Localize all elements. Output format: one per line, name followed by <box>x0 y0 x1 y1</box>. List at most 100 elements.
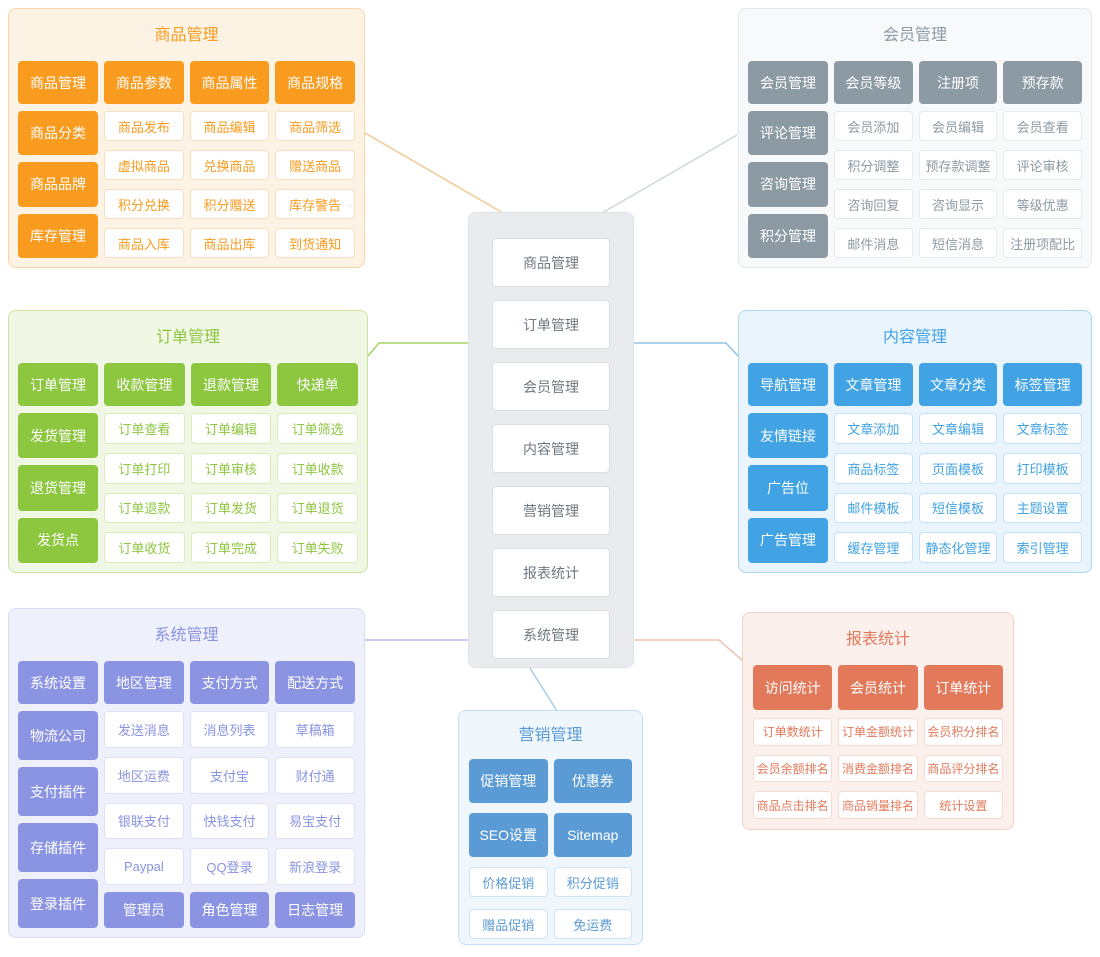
content-cell-item[interactable]: 主题设置 <box>1003 492 1082 524</box>
content-cell-item[interactable]: 文章添加 <box>834 413 913 444</box>
content-cell-item[interactable]: 静态化管理 <box>918 532 998 563</box>
product-cell-item[interactable]: 积分兑换 <box>104 189 184 219</box>
system-cell-item[interactable]: 草稿箱 <box>275 711 355 748</box>
content-cell-item[interactable]: 商品标签 <box>834 452 913 484</box>
content-left-item[interactable]: 广告位 <box>748 465 828 511</box>
report-top-item[interactable]: 订单统计 <box>923 665 1003 710</box>
member-cell-item[interactable]: 咨询回复 <box>834 189 913 219</box>
product-cell-item[interactable]: 商品编辑 <box>189 111 270 141</box>
member-cell-item[interactable]: 会员编辑 <box>918 111 998 141</box>
content-top-item[interactable]: 文章分类 <box>918 363 998 406</box>
system-left-item[interactable]: 系统设置 <box>18 661 98 704</box>
member-cell-item[interactable]: 积分调整 <box>834 150 913 180</box>
marketing-top-item[interactable]: 优惠券 <box>553 759 632 803</box>
marketing-cell-item[interactable]: 积分促销 <box>553 867 632 897</box>
content-left-item[interactable]: 导航管理 <box>748 363 828 406</box>
product-cell-item[interactable]: 库存警告 <box>275 189 355 219</box>
order-cell-item[interactable]: 订单退款 <box>104 492 185 524</box>
order-cell-item[interactable]: 订单收款 <box>277 452 358 484</box>
marketing-top-item[interactable]: SEO设置 <box>469 813 548 857</box>
report-cell-item[interactable]: 统计设置 <box>923 791 1003 819</box>
product-cell-item[interactable]: 赠送商品 <box>275 150 355 180</box>
order-cell-item[interactable]: 订单收货 <box>104 532 185 563</box>
product-cell-item[interactable]: 兑换商品 <box>189 150 270 180</box>
report-cell-item[interactable]: 订单金额统计 <box>838 718 918 746</box>
member-cell-item[interactable]: 会员查看 <box>1003 111 1082 141</box>
center-menu-item[interactable]: 商品管理 <box>492 238 610 287</box>
product-left-item[interactable]: 商品分类 <box>18 111 98 156</box>
system-cell-item[interactable]: 新浪登录 <box>275 848 355 885</box>
content-cell-item[interactable]: 文章编辑 <box>918 413 998 444</box>
member-cell-item[interactable]: 等级优惠 <box>1003 189 1082 219</box>
product-left-item[interactable]: 库存管理 <box>18 213 98 258</box>
product-cell-item[interactable]: 商品筛选 <box>275 111 355 141</box>
order-left-item[interactable]: 发货点 <box>18 517 98 563</box>
order-left-item[interactable]: 订单管理 <box>18 363 98 406</box>
system-left-item[interactable]: 物流公司 <box>18 711 98 760</box>
order-left-item[interactable]: 退货管理 <box>18 465 98 511</box>
report-top-item[interactable]: 访问统计 <box>753 665 833 710</box>
member-left-item[interactable]: 评论管理 <box>748 111 828 156</box>
member-left-item[interactable]: 咨询管理 <box>748 162 828 207</box>
product-left-item[interactable]: 商品管理 <box>18 61 98 104</box>
report-top-item[interactable]: 会员统计 <box>838 665 918 710</box>
report-cell-item[interactable]: 订单数统计 <box>753 718 833 746</box>
marketing-cell-item[interactable]: 价格促销 <box>469 867 548 897</box>
system-top-item[interactable]: 支付方式 <box>189 661 270 704</box>
content-cell-item[interactable]: 打印模板 <box>1003 452 1082 484</box>
product-top-item[interactable]: 商品属性 <box>189 61 270 104</box>
report-cell-item[interactable]: 商品销量排名 <box>838 791 918 819</box>
system-cell-item[interactable]: 银联支付 <box>104 802 184 840</box>
system-bottom-item[interactable]: 角色管理 <box>189 892 270 928</box>
content-cell-item[interactable]: 邮件模板 <box>834 492 913 524</box>
system-top-item[interactable]: 地区管理 <box>104 661 184 704</box>
order-cell-item[interactable]: 订单失败 <box>277 532 358 563</box>
member-top-item[interactable]: 预存款 <box>1003 61 1083 104</box>
member-left-item[interactable]: 积分管理 <box>748 213 828 258</box>
report-cell-item[interactable]: 会员余额排名 <box>753 754 833 783</box>
marketing-top-item[interactable]: 促销管理 <box>469 759 548 803</box>
system-bottom-item[interactable]: 日志管理 <box>275 892 356 928</box>
order-cell-item[interactable]: 订单审核 <box>190 452 272 484</box>
order-cell-item[interactable]: 订单编辑 <box>190 413 272 444</box>
system-cell-item[interactable]: 支付宝 <box>189 756 270 794</box>
center-menu-item[interactable]: 报表统计 <box>492 548 610 597</box>
system-bottom-item[interactable]: 管理员 <box>104 892 184 928</box>
center-menu-item[interactable]: 会员管理 <box>492 362 610 411</box>
member-cell-item[interactable]: 预存款调整 <box>918 150 998 180</box>
order-left-item[interactable]: 发货管理 <box>18 413 98 459</box>
center-menu-item[interactable]: 内容管理 <box>492 424 610 473</box>
order-cell-item[interactable]: 订单打印 <box>104 452 185 484</box>
content-cell-item[interactable]: 短信模板 <box>918 492 998 524</box>
member-left-item[interactable]: 会员管理 <box>748 61 828 104</box>
product-top-item[interactable]: 商品规格 <box>275 61 356 104</box>
member-cell-item[interactable]: 短信消息 <box>918 228 998 258</box>
system-cell-item[interactable]: 快钱支付 <box>189 802 270 840</box>
product-cell-item[interactable]: 商品发布 <box>104 111 184 141</box>
member-cell-item[interactable]: 邮件消息 <box>834 228 913 258</box>
content-top-item[interactable]: 文章管理 <box>834 363 913 406</box>
product-cell-item[interactable]: 积分赠送 <box>189 189 270 219</box>
marketing-cell-item[interactable]: 免运费 <box>553 909 632 939</box>
marketing-top-item[interactable]: Sitemap <box>553 813 632 857</box>
order-top-item[interactable]: 快递单 <box>277 363 359 406</box>
content-cell-item[interactable]: 缓存管理 <box>834 532 913 563</box>
order-top-item[interactable]: 退款管理 <box>190 363 272 406</box>
content-cell-item[interactable]: 文章标签 <box>1003 413 1082 444</box>
order-cell-item[interactable]: 订单查看 <box>104 413 185 444</box>
product-cell-item[interactable]: 商品出库 <box>189 228 270 258</box>
member-cell-item[interactable]: 会员添加 <box>834 111 913 141</box>
system-cell-item[interactable]: Paypal <box>104 848 184 885</box>
system-left-item[interactable]: 登录插件 <box>18 879 98 928</box>
system-cell-item[interactable]: 易宝支付 <box>275 802 355 840</box>
system-left-item[interactable]: 支付插件 <box>18 767 98 816</box>
product-cell-item[interactable]: 商品入库 <box>104 228 184 258</box>
system-top-item[interactable]: 配送方式 <box>275 661 356 704</box>
marketing-cell-item[interactable]: 赠品促销 <box>469 909 548 939</box>
order-cell-item[interactable]: 订单完成 <box>190 532 272 563</box>
content-cell-item[interactable]: 页面模板 <box>918 452 998 484</box>
member-cell-item[interactable]: 咨询显示 <box>918 189 998 219</box>
center-menu-item[interactable]: 营销管理 <box>492 486 610 535</box>
member-cell-item[interactable]: 注册项配比 <box>1003 228 1082 258</box>
report-cell-item[interactable]: 消费金额排名 <box>838 754 918 783</box>
